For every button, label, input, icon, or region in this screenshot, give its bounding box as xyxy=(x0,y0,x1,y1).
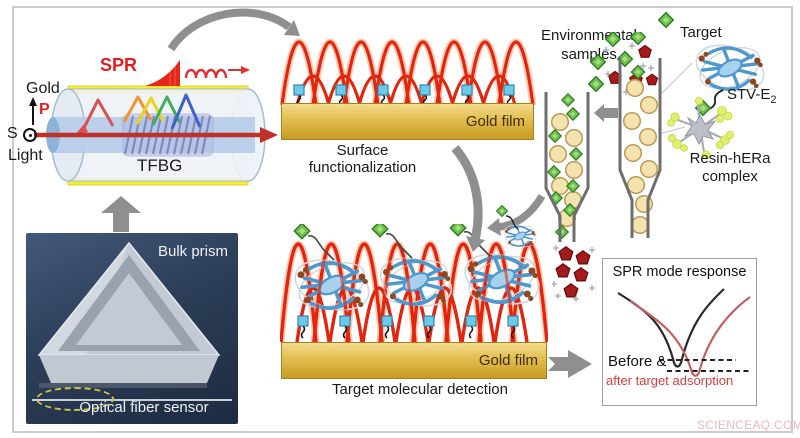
spr-evanescent-field xyxy=(145,60,180,86)
interferents-cluster xyxy=(552,244,596,302)
prism-photo: Bulk prism Optical fiber sensor xyxy=(26,233,238,424)
gold-label: Gold xyxy=(26,80,60,97)
p-label: P xyxy=(39,101,50,118)
fiber-highlight-ellipse xyxy=(36,387,114,411)
gold-film-label: Gold film xyxy=(478,352,538,369)
after-label: after target adsorption xyxy=(606,373,734,388)
resin-column-left xyxy=(544,92,590,242)
bulk-prism-illustration xyxy=(32,241,232,401)
target-molecular-detection-caption: Target molecular detection xyxy=(332,381,508,398)
surface-plasmon-wave xyxy=(184,66,250,79)
arrow-up-icon xyxy=(101,196,141,232)
arrows-to-detection xyxy=(451,145,546,252)
light-label: Light xyxy=(8,147,43,164)
spr-label: SPR xyxy=(100,55,138,75)
spectrum-after-curve xyxy=(629,296,751,377)
arrow-right-icon xyxy=(548,350,592,378)
s-polarization-dot-icon xyxy=(23,128,37,142)
spr-response-title: SPR mode response xyxy=(612,264,747,280)
resin-hera-label: Resin-hERa complex xyxy=(689,150,771,185)
receptor-squares xyxy=(293,84,515,96)
target-diamond-icon xyxy=(657,11,675,29)
p-polarization-arrow-icon xyxy=(29,97,37,125)
surface-functionalization-caption: Surface functionalization xyxy=(308,142,417,177)
tfbg-label: TFBG xyxy=(137,156,183,175)
arrow-left-icon xyxy=(594,104,618,122)
arrow-curved-top-icon xyxy=(167,8,300,52)
target-label: Target xyxy=(680,24,722,41)
callout-lines xyxy=(659,62,693,134)
tfbg-fiber-illustration xyxy=(34,60,278,186)
coupled-cladding-rays xyxy=(75,93,202,135)
resin-column-right xyxy=(618,58,662,238)
spectrum-before-curve xyxy=(617,288,725,368)
optical-fiber-sensor-label: Optical fiber sensor xyxy=(79,399,209,416)
plasmon-arcs-functionalized xyxy=(280,38,536,106)
stv-e2-label: STV-E2 xyxy=(727,86,777,106)
bulk-prism-label: Bulk prism xyxy=(157,243,228,260)
thiol-linkers xyxy=(297,315,519,339)
fiber-in-photo xyxy=(32,399,232,401)
gold-film-surface: Gold film xyxy=(281,103,534,140)
gold-film-detection: Gold film xyxy=(281,342,547,379)
gold-film-label: Gold film xyxy=(465,113,525,130)
plasmon-arcs-detection xyxy=(280,224,548,343)
before-label: Before & xyxy=(608,353,667,370)
spr-spectra-plot xyxy=(617,288,751,377)
light-beam xyxy=(34,127,278,143)
spr-response-panel: SPR mode response Before & after target … xyxy=(602,258,757,406)
e2-tether xyxy=(708,89,724,110)
s-label: S xyxy=(7,125,18,142)
figure-border xyxy=(12,6,793,433)
stv-e2-protein-illustration xyxy=(688,38,772,117)
target-tethers xyxy=(307,230,491,261)
watermark: SCIENCEAQ.COM xyxy=(697,418,800,432)
eluted-protein-small xyxy=(495,204,540,252)
